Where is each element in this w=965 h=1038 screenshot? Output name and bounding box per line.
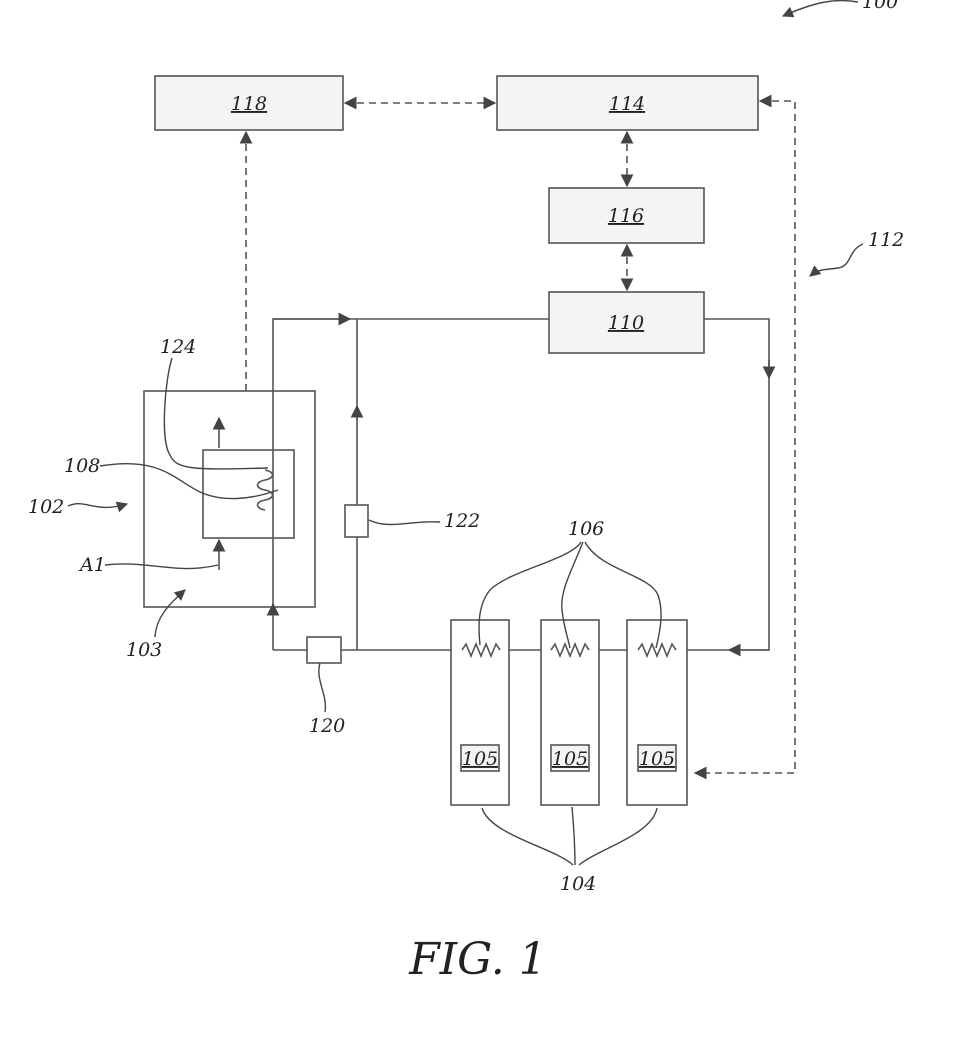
ref-112-leader bbox=[810, 244, 863, 276]
ref-108-label: 108 bbox=[64, 455, 100, 477]
ref-104-leader-3 bbox=[579, 808, 657, 865]
ref-122-leader bbox=[369, 520, 440, 525]
block-118-label: 118 bbox=[231, 93, 267, 115]
valve-120 bbox=[307, 637, 341, 663]
battery-module-1 bbox=[451, 620, 509, 805]
sensor-122 bbox=[345, 505, 368, 537]
link-114-battery-modules bbox=[695, 101, 795, 773]
ref-104-label: 104 bbox=[560, 873, 596, 895]
system-ref-group: 100 bbox=[783, 0, 898, 16]
ref-120-leader bbox=[319, 663, 326, 712]
cell-105-2-label: 105 bbox=[552, 748, 588, 770]
ref-A1-label: A1 bbox=[78, 554, 106, 576]
ref-122-label: 122 bbox=[444, 510, 480, 532]
ref-102-leader bbox=[68, 504, 127, 508]
coolant-line-right-bottom bbox=[273, 319, 769, 650]
ref-102-label: 102 bbox=[28, 496, 64, 518]
ref-104-leader-2 bbox=[572, 807, 575, 865]
cell-105-1-label: 105 bbox=[462, 748, 498, 770]
system-ref-label: 100 bbox=[862, 0, 898, 13]
ref-112-label: 112 bbox=[868, 229, 904, 251]
block-114-label: 114 bbox=[609, 93, 645, 115]
ref-103-label: 103 bbox=[126, 639, 162, 661]
figure-caption: FIG. 1 bbox=[408, 934, 546, 985]
ref-120-label: 120 bbox=[309, 715, 345, 737]
cell-105-3-label: 105 bbox=[639, 748, 675, 770]
block-116-label: 116 bbox=[608, 205, 644, 227]
heat-exchanger-box bbox=[203, 450, 294, 538]
system-ref-arrow bbox=[783, 1, 858, 16]
ref-124-label: 124 bbox=[160, 336, 196, 358]
ref-106-label: 106 bbox=[568, 518, 604, 540]
ref-104-leader-1 bbox=[482, 808, 573, 865]
block-110-label: 110 bbox=[608, 312, 644, 334]
battery-module-3 bbox=[627, 620, 687, 805]
